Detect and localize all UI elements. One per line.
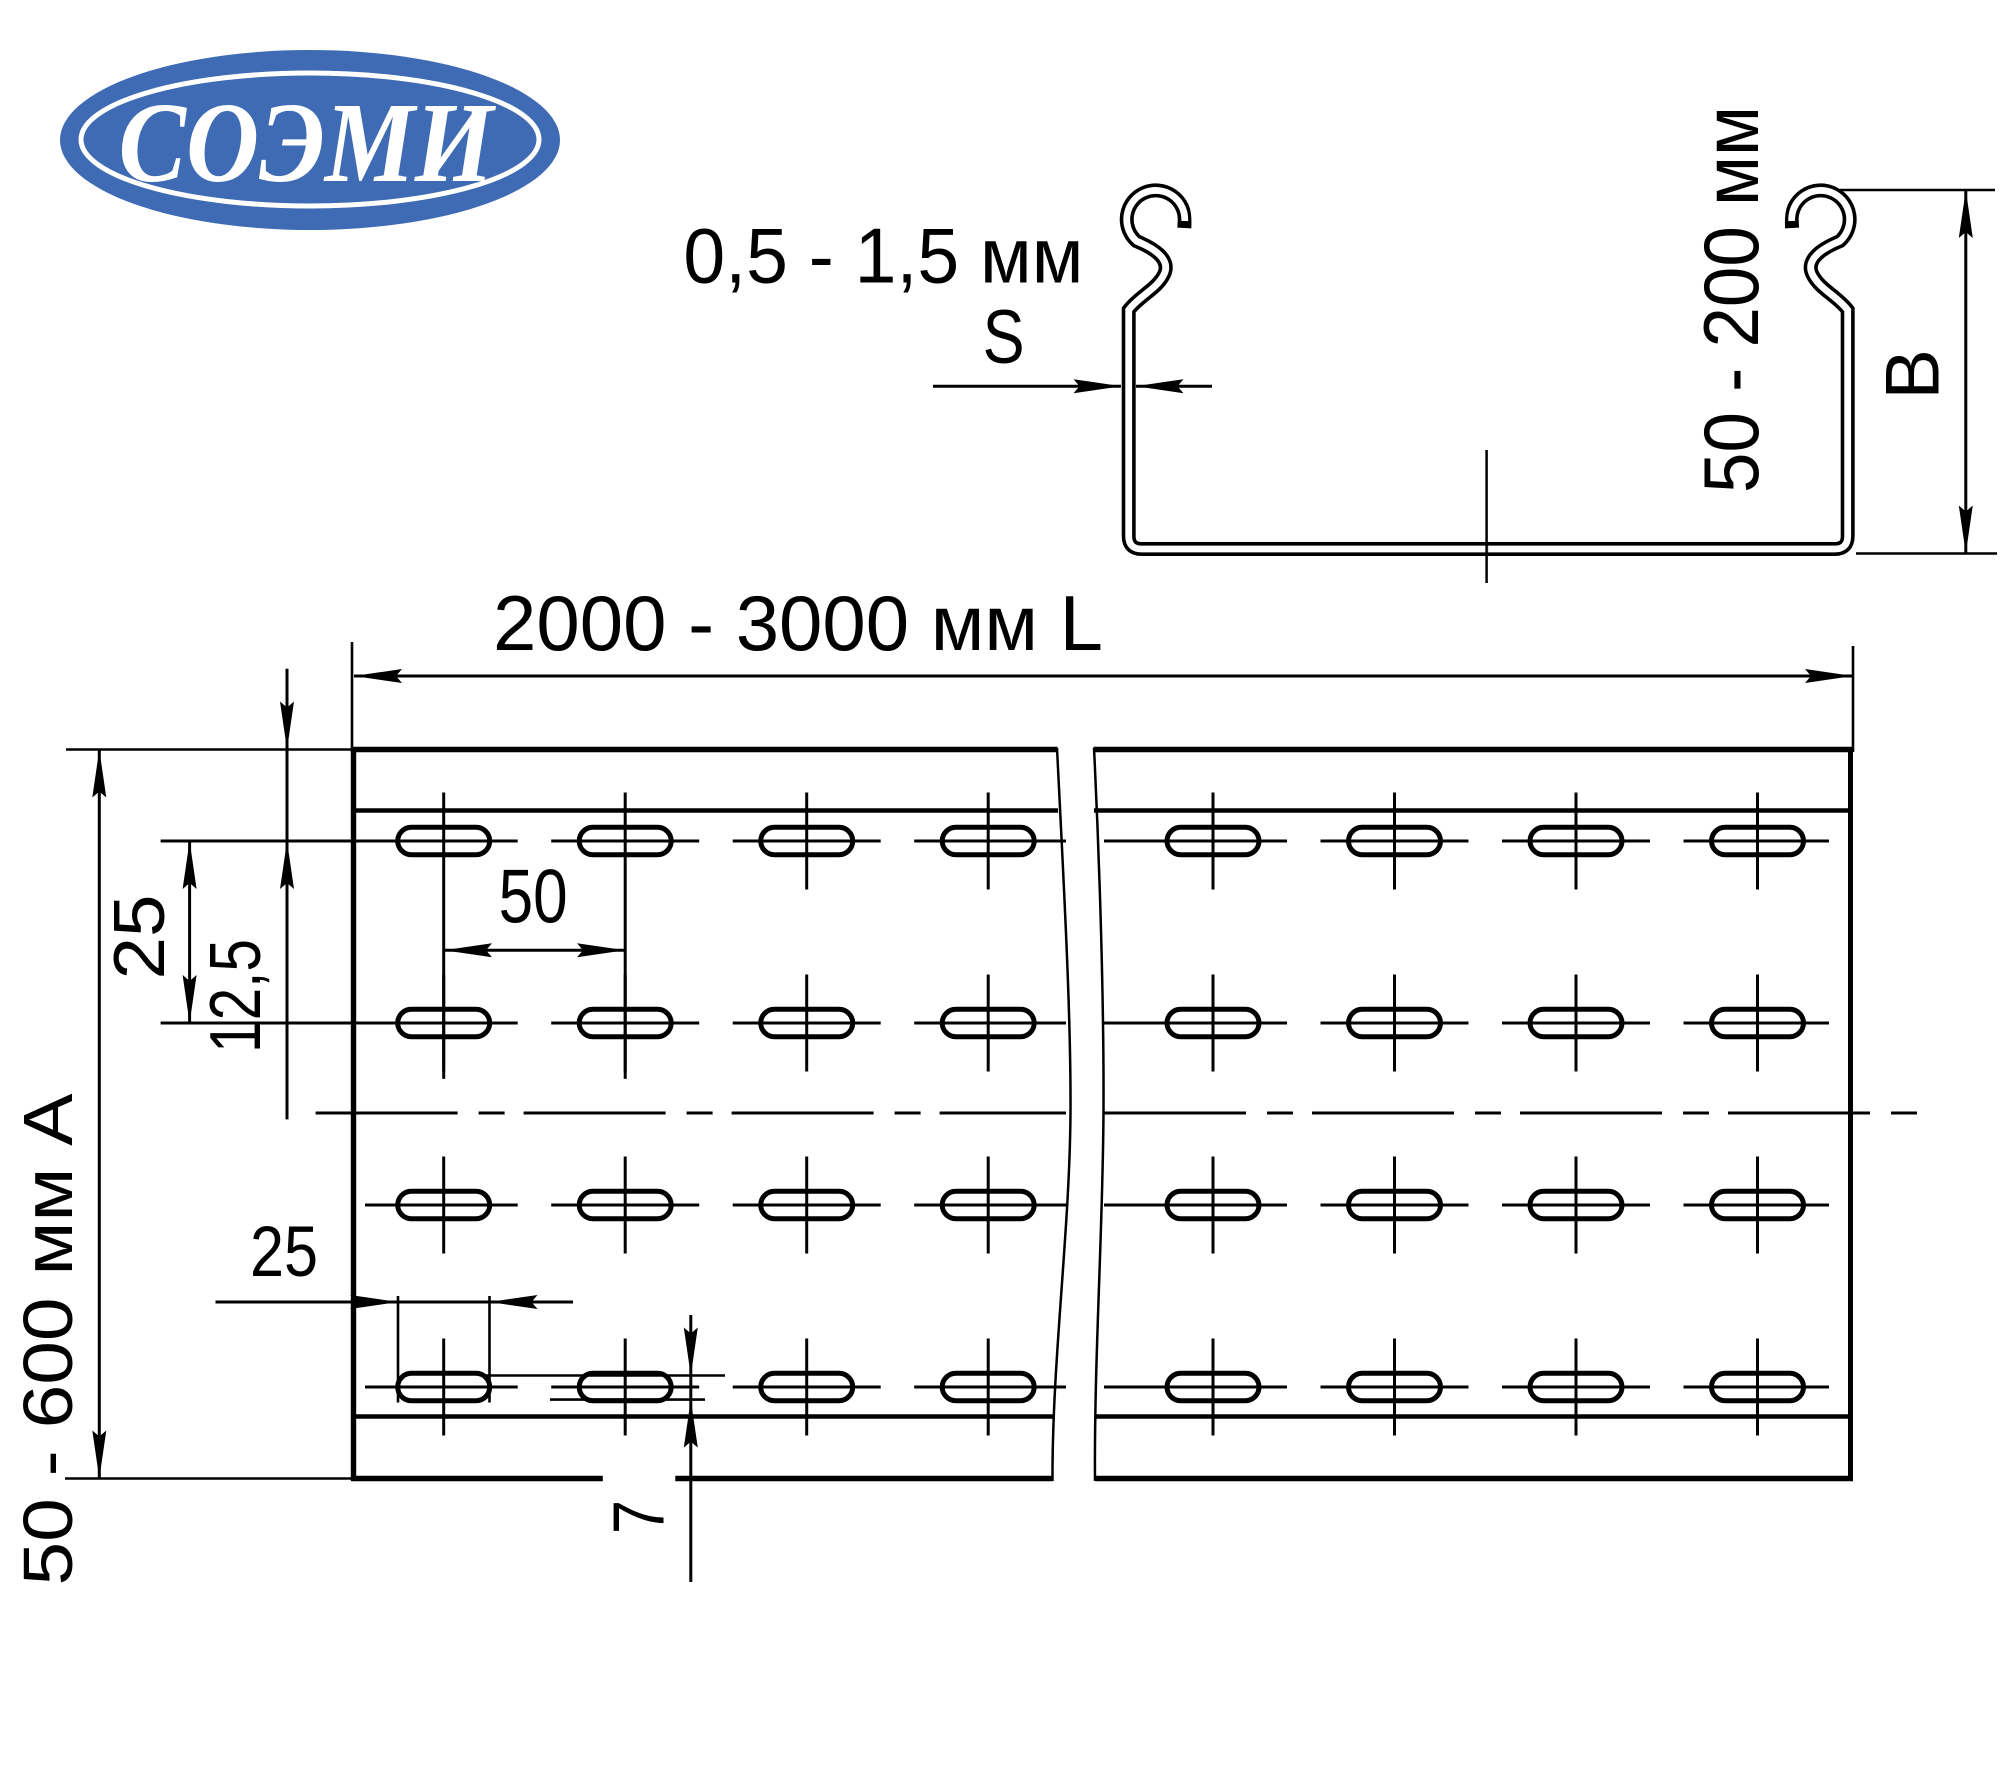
svg-text:12,5: 12,5 (196, 939, 276, 1053)
svg-text:7: 7 (600, 1500, 680, 1534)
svg-text:50 - 600 мм А: 50 - 600 мм А (9, 1093, 87, 1585)
svg-text:S: S (983, 295, 1025, 380)
svg-text:B: B (1871, 349, 1956, 400)
svg-text:2000 - 3000 мм L: 2000 - 3000 мм L (493, 579, 1103, 667)
svg-text:50 - 200 мм: 50 - 200 мм (1687, 106, 1775, 493)
svg-text:0,5 - 1,5 мм: 0,5 - 1,5 мм (683, 212, 1083, 300)
svg-text:25: 25 (250, 1213, 318, 1292)
svg-text:25: 25 (100, 895, 180, 980)
svg-text:СОЭМИ: СОЭМИ (119, 79, 497, 206)
svg-text:50: 50 (499, 855, 568, 940)
